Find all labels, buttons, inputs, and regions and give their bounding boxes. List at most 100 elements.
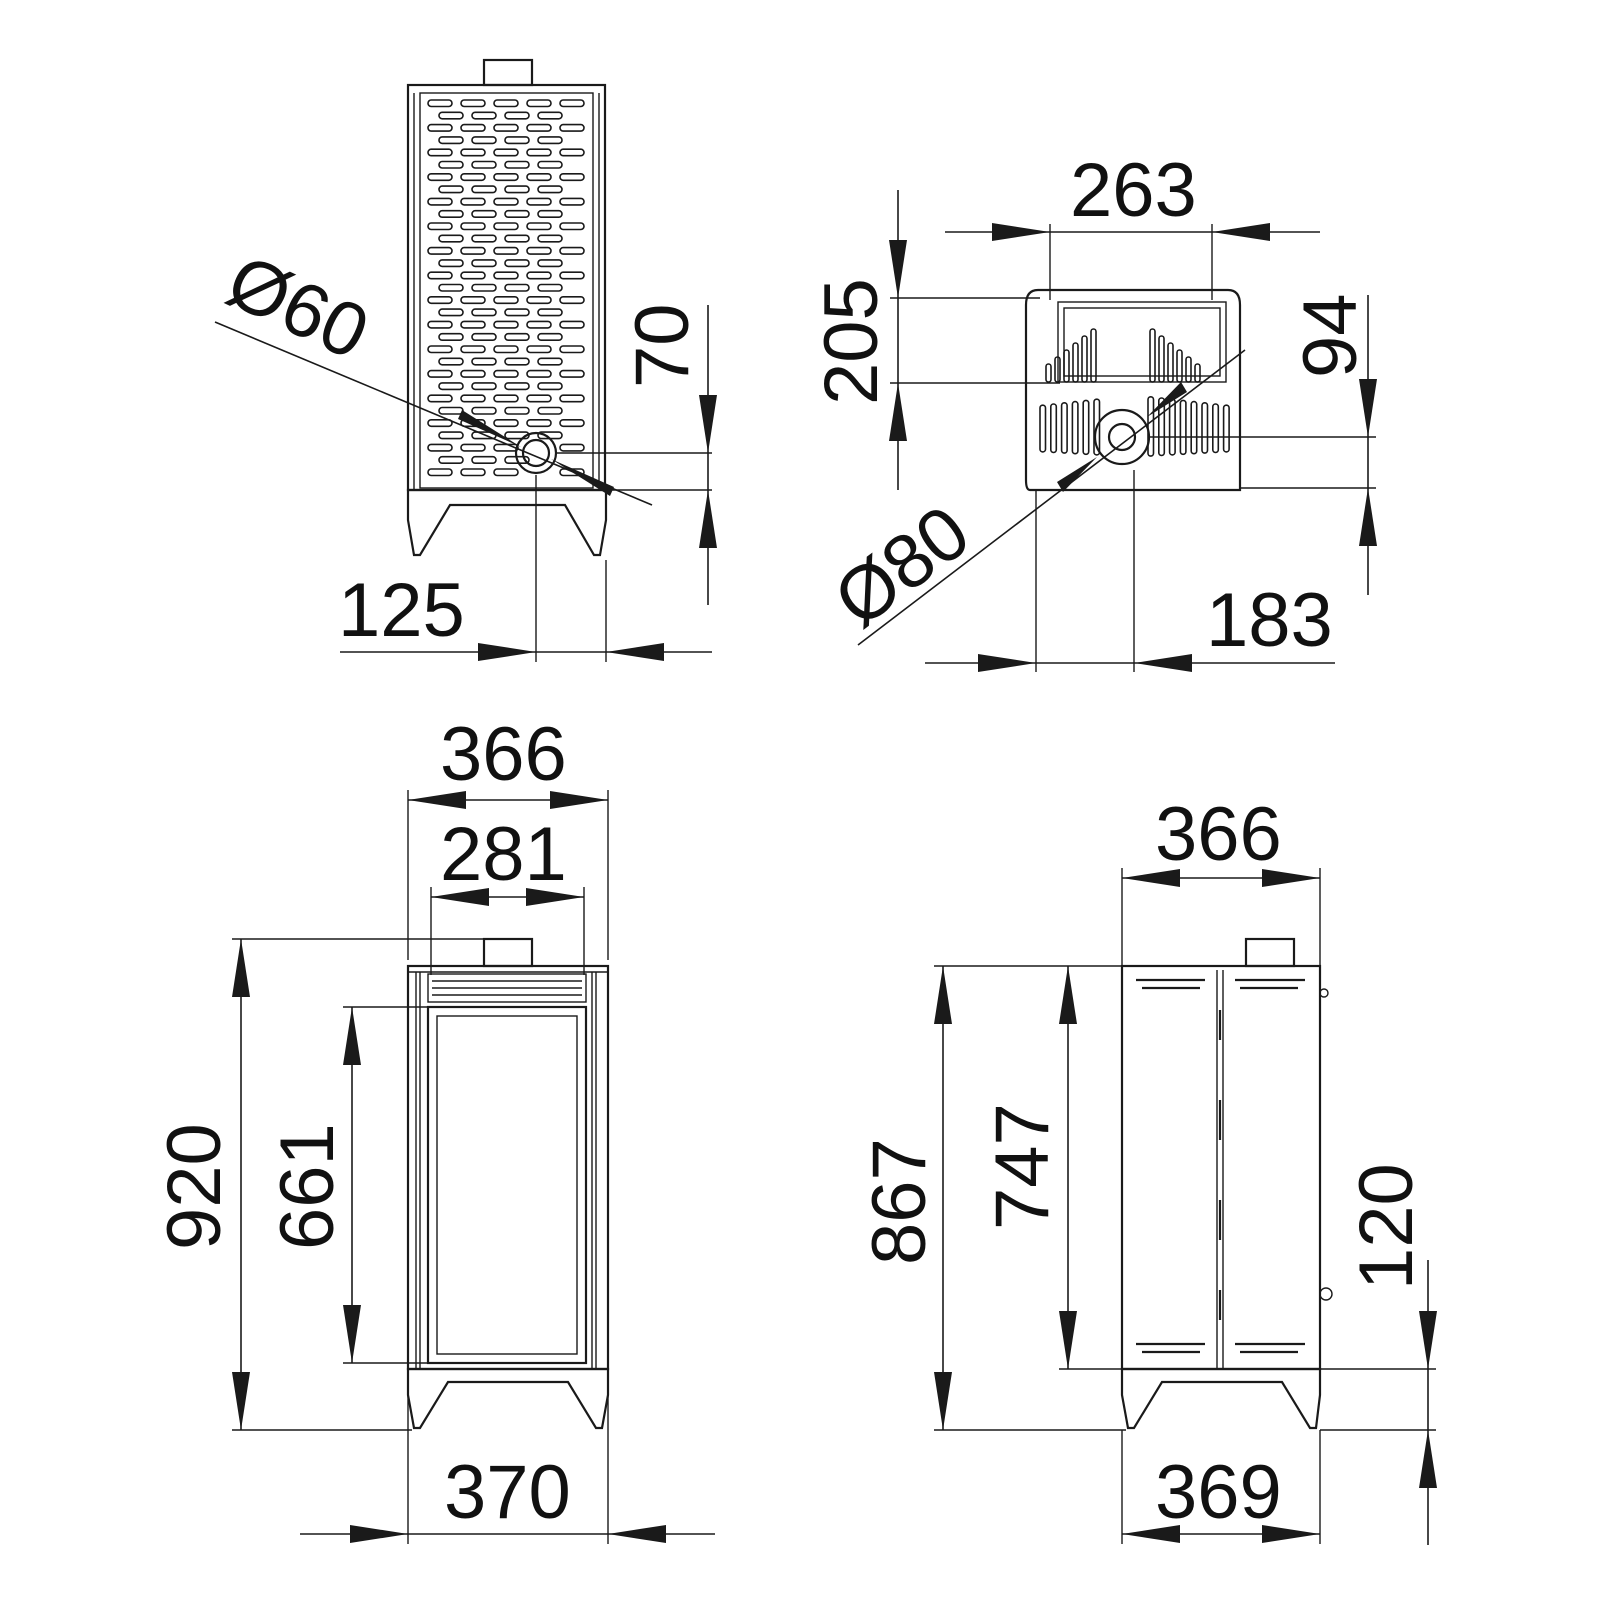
perforation-slot: [537, 406, 563, 415]
front-view: 366 281 920 661 370: [152, 712, 715, 1544]
perforation-slot: [537, 357, 563, 366]
perforation-slot: [559, 369, 585, 378]
grate-slot: [1082, 399, 1090, 456]
grate-slot: [1222, 404, 1230, 453]
perforation-slot: [504, 209, 530, 218]
perforation-slot: [493, 197, 519, 206]
perforation-slot: [438, 160, 464, 169]
perforation-slot: [526, 394, 552, 403]
perforation-slot: [427, 173, 453, 182]
perforation-slot: [493, 271, 519, 280]
perforation-slot: [471, 209, 497, 218]
perforation-slot: [471, 283, 497, 292]
grate-slot: [1071, 400, 1079, 455]
perforation-slot: [427, 99, 453, 108]
top-outlet-height-label: 94: [1288, 293, 1373, 378]
perforation-slot: [438, 406, 464, 415]
perforation-slot: [537, 209, 563, 218]
perforation-slot: [438, 332, 464, 342]
perforation-slot: [526, 271, 552, 280]
perforation-slot: [493, 345, 519, 354]
perforation-slot: [471, 308, 497, 317]
perforation-slot: [438, 455, 464, 465]
perforation-slot: [559, 418, 585, 428]
perforation-slot: [460, 369, 486, 378]
perforation-slot: [537, 185, 563, 194]
perforation-slot: [438, 283, 464, 292]
perforation-slot: [526, 345, 552, 354]
perforation-slot: [460, 123, 486, 132]
perforation-slot: [537, 111, 563, 120]
perforation-slot: [526, 197, 552, 206]
perforation-slot: [438, 357, 464, 366]
perforation-slot: [460, 394, 486, 403]
perforation-slot: [438, 431, 464, 440]
perforation-slot: [504, 332, 530, 342]
perforation-slot: [471, 136, 497, 145]
perforation-slot: [427, 123, 453, 132]
perforation-slot: [559, 295, 585, 305]
perforation-slot: [504, 185, 530, 194]
side-width-label: 366: [1155, 792, 1282, 877]
perforation-slot: [427, 295, 453, 305]
top-width-label: 263: [1070, 148, 1197, 233]
perforation-slot: [471, 185, 497, 194]
perforation-slot: [471, 357, 497, 366]
perforation-slot: [537, 259, 563, 268]
grate-slot: [1201, 401, 1209, 454]
perforation-slot: [504, 308, 530, 317]
front-base-width-label: 370: [444, 1450, 571, 1535]
perforation-slot: [504, 283, 530, 292]
side-panel-height-label: 747: [980, 1103, 1065, 1230]
perforation-slot: [493, 222, 519, 231]
perforation-slot: [559, 123, 585, 132]
perforation-slot: [504, 382, 530, 391]
grate-slot: [1039, 404, 1047, 453]
perforation-slot: [438, 136, 464, 145]
perforation-slot: [427, 369, 453, 378]
perforation-slot: [438, 382, 464, 391]
perforation-slot: [427, 197, 453, 206]
perforation-slot: [559, 173, 585, 182]
perforation-slot: [526, 123, 552, 132]
perforation-slot: [493, 99, 519, 108]
perforation-slot: [471, 111, 497, 120]
perforation-slot: [537, 382, 563, 391]
rear-height-label: 70: [620, 303, 705, 388]
perforation-slot: [559, 394, 585, 403]
perforation-slot: [526, 320, 552, 329]
grate-slot: [1176, 349, 1183, 383]
perforation-slot: [537, 234, 563, 243]
perforation-slot: [460, 320, 486, 329]
perforation-slot: [471, 455, 497, 465]
perforation-slot: [526, 246, 552, 255]
perforation-slot: [427, 148, 453, 157]
perforation-slot: [438, 111, 464, 120]
grate-slot: [1090, 328, 1097, 383]
perforation-slot: [493, 123, 519, 132]
front-total-height-label: 920: [152, 1123, 237, 1250]
perforation-slot: [438, 259, 464, 268]
side-body-height-label: 867: [857, 1138, 942, 1265]
perforation-slot: [526, 173, 552, 182]
top-offset-label: 183: [1206, 578, 1333, 663]
side-inlet-height-label: 120: [1344, 1163, 1429, 1290]
front-outer-width-label: 366: [440, 712, 567, 797]
perforation-slot: [504, 406, 530, 415]
perforation-slot: [460, 197, 486, 206]
perforation-slot: [537, 332, 563, 342]
perforation-slot: [493, 369, 519, 378]
perforation-slot: [537, 283, 563, 292]
perforation-slot: [537, 136, 563, 145]
perforation-slot: [493, 394, 519, 403]
perforation-pattern: [427, 99, 585, 477]
perforation-slot: [559, 222, 585, 231]
perforation-slot: [438, 234, 464, 243]
grate-slot: [1063, 349, 1070, 383]
top-depth-label: 205: [809, 278, 894, 405]
perforation-slot: [460, 148, 486, 157]
side-view: 366 867 747 120 369: [857, 792, 1437, 1545]
perforation-slot: [460, 246, 486, 255]
perforation-slot: [427, 222, 453, 231]
